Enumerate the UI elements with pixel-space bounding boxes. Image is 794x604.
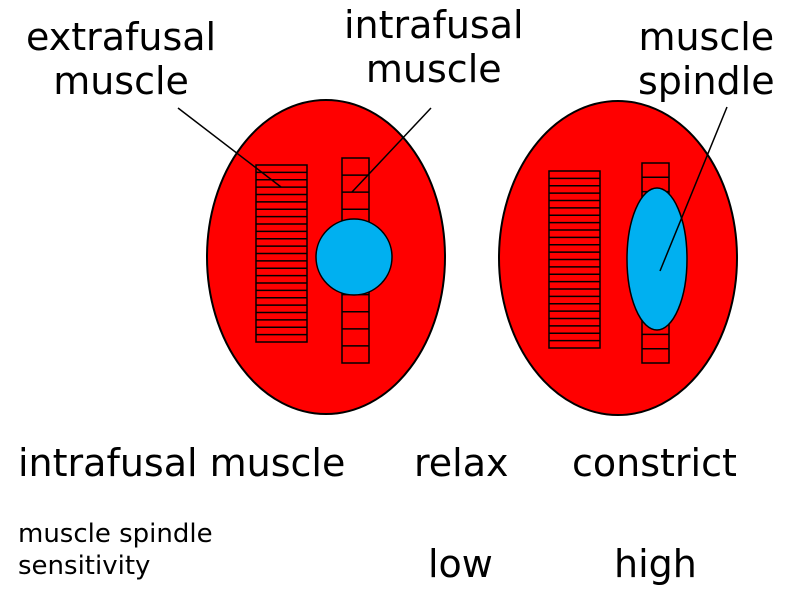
- extrafusal-leader-line: [177, 107, 282, 188]
- intrafusal-leader-line: [351, 107, 432, 193]
- extrafusal-muscle-label: extrafusal muscle: [26, 15, 217, 103]
- right-extrafusal-fiber: [548, 170, 601, 349]
- muscle-spindle-label: muscle spindle: [638, 15, 775, 103]
- intrafusal-muscle-label: intrafusal muscle: [344, 3, 524, 91]
- constricted-muscle-cross-section: [498, 100, 738, 416]
- constricted-muscle-group: [498, 100, 738, 416]
- low-sensitivity: low: [428, 542, 493, 586]
- right-muscle-spindle: [626, 187, 688, 331]
- left-extrafusal-fiber: [255, 164, 308, 343]
- relax-state: relax: [414, 441, 509, 485]
- constrict-state: constrict: [572, 441, 737, 485]
- high-sensitivity: high: [614, 542, 697, 586]
- relaxed-muscle-group: [206, 99, 446, 415]
- sensitivity-row-label: muscle spindle sensitivity: [18, 519, 213, 581]
- intrafusal-muscle-row-label: intrafusal muscle: [18, 441, 346, 485]
- spindle-leader-line: [659, 106, 728, 272]
- left-muscle-spindle: [315, 218, 393, 296]
